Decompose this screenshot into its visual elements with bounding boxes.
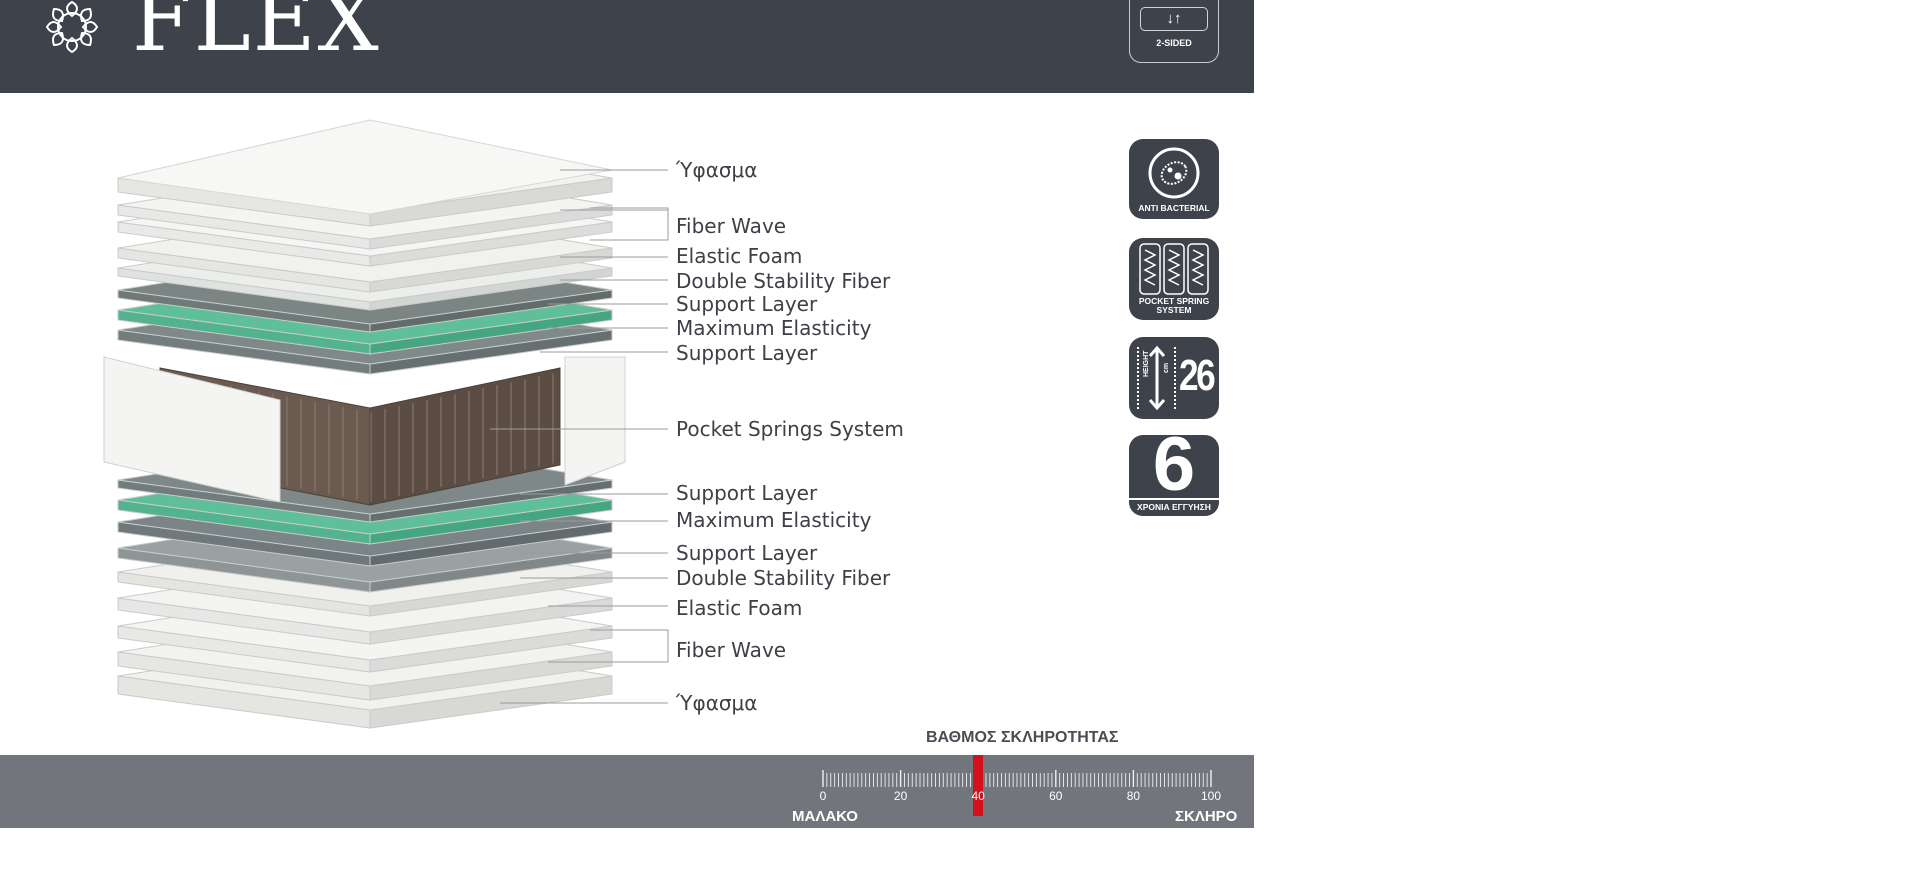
anti-bacterial-label: ANTI BACTERIAL (1138, 203, 1210, 213)
scale-tick-label: 100 (1200, 789, 1222, 803)
warranty-badge: 6 ΧΡΟΝΙΑ ΕΓΓΥΗΣΗ (1129, 427, 1219, 516)
layer-label: Pocket Springs System (676, 417, 904, 441)
scale-tick-label: 20 (893, 789, 908, 803)
firmness-title: ΒΑΘΜΟΣ ΣΚΛΗΡΟΤΗΤΑΣ (926, 729, 1119, 746)
height-badge: HEIGHT cm 26 (1129, 337, 1219, 419)
firmness-max-label: ΣΚΛΗΡΟ (1175, 808, 1238, 825)
firmness-marker (973, 755, 984, 816)
layer-label: Support Layer (676, 292, 818, 316)
scale-tick-label: 0 (819, 789, 827, 803)
layer-label: Fiber Wave (676, 214, 787, 238)
layer-label: Maximum Elasticity (676, 316, 872, 340)
warranty-years: 6 (1152, 422, 1196, 507)
pocket-spring-icon (1139, 243, 1209, 295)
pocket-spring-label: POCKET SPRING SYSTEM (1138, 296, 1210, 315)
scale-tick-label: 40 (971, 789, 985, 803)
firmness-ticks (822, 770, 1212, 787)
scale-tick-label: 60 (1049, 789, 1063, 803)
firmness-min-label: ΜΑΛΑΚΟ (792, 808, 858, 825)
layer-label: Fiber Wave (676, 638, 787, 662)
firmness-scale: 0 20 40 60 80 100 ΜΑΛΑΚΟ ΣΚΛΗΡΟ (0, 755, 1254, 828)
layer-label: Support Layer (676, 541, 818, 565)
scale-tick-label: 80 (1126, 789, 1141, 803)
layer-label: Maximum Elasticity (676, 508, 872, 532)
height-value: 26 (1179, 351, 1216, 400)
bracket-line (590, 629, 669, 663)
pocket-spring-badge: POCKET SPRING SYSTEM (1129, 238, 1219, 320)
brand-logo: FLEX (132, 0, 381, 71)
flip-arrows-icon: ↓↑ (1140, 7, 1208, 31)
two-sided-badge: ↓↑ 2-SIDED (1129, 0, 1219, 63)
layer-label: Support Layer (676, 481, 818, 505)
two-sided-label: 2-SIDED (1156, 38, 1192, 48)
layer-label: Elastic Foam (676, 244, 803, 268)
foam-frame-right (564, 356, 626, 486)
pocket-springs (369, 367, 561, 506)
layer-label: Double Stability Fiber (676, 566, 891, 590)
layer-label: Support Layer (676, 341, 818, 365)
warranty-label: ΧΡΟΝΙΑ ΕΓΓΥΗΣΗ (1137, 502, 1211, 512)
logo-flower-icon (45, 0, 99, 54)
foam-frame-left (103, 356, 281, 503)
layer-label: Double Stability Fiber (676, 269, 891, 293)
layer-label: Ύφασμα (676, 158, 758, 182)
layer-label: Ύφασμα (676, 691, 758, 715)
bracket-line (590, 207, 669, 241)
header: FLEX ↓↑ 2-SIDED (0, 0, 1254, 93)
height-icon (1137, 345, 1176, 411)
anti-bacterial-icon (1148, 147, 1200, 199)
layer-label: Elastic Foam (676, 596, 803, 620)
anti-bacterial-badge: ANTI BACTERIAL (1129, 139, 1219, 219)
mattress-layers-illustration (103, 119, 669, 729)
